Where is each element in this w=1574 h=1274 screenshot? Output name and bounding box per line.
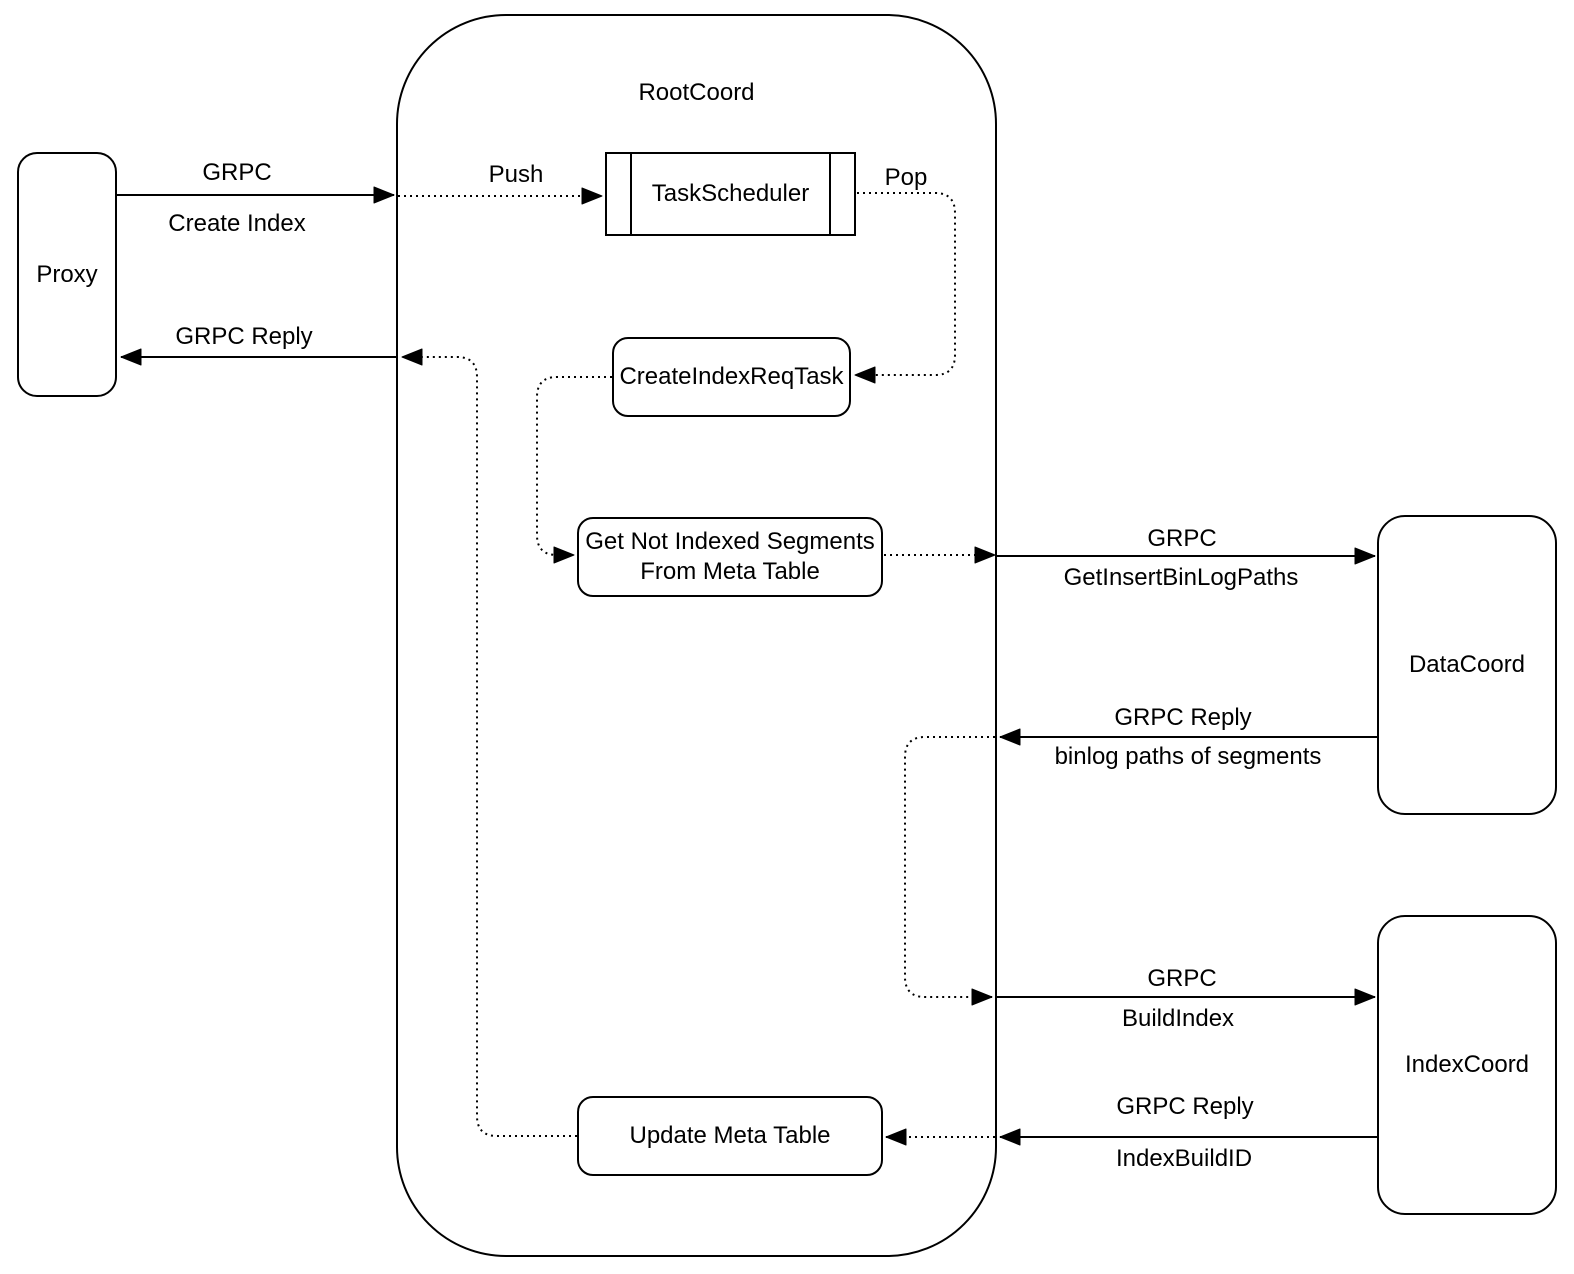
label-create-index: Create Index bbox=[168, 210, 306, 237]
label-push: Push bbox=[488, 161, 544, 188]
label-pop: Pop bbox=[884, 164, 928, 191]
arrow-reply-elbow-to-buildindex bbox=[904, 736, 995, 1006]
label-grpc-reply-proxy: GRPC Reply bbox=[175, 323, 313, 350]
label-build-index: BuildIndex bbox=[1121, 1005, 1235, 1032]
label-grpc-create: GRPC bbox=[202, 159, 272, 186]
task-scheduler-label: TaskScheduler bbox=[651, 180, 810, 207]
index-coord-label: IndexCoord bbox=[1404, 1051, 1530, 1078]
get-not-indexed-segments-label: Get Not Indexed Segments From Meta Table bbox=[585, 528, 875, 585]
label-binlog-paths: binlog paths of segments bbox=[1054, 743, 1322, 770]
node-create-index-req-task: CreateIndexReqTask bbox=[612, 337, 851, 417]
task-scheduler-divider-left bbox=[630, 152, 632, 236]
arrow-update-meta-to-grpc-reply bbox=[401, 348, 577, 1137]
label-grpc-getinsert: GRPC bbox=[1147, 525, 1217, 552]
node-update-meta-table: Update Meta Table bbox=[577, 1096, 883, 1176]
node-get-not-indexed-segments: Get Not Indexed Segments From Meta Table bbox=[577, 517, 883, 597]
data-coord-label: DataCoord bbox=[1408, 651, 1526, 678]
label-grpc-build: GRPC bbox=[1147, 965, 1217, 992]
rootcoord-title: RootCoord bbox=[638, 79, 755, 106]
task-scheduler-divider-right bbox=[829, 152, 831, 236]
label-grpc-reply-index: GRPC Reply bbox=[1116, 1093, 1254, 1120]
proxy-label: Proxy bbox=[36, 260, 98, 288]
node-proxy: Proxy bbox=[17, 152, 117, 397]
label-get-insert-binlog-paths: GetInsertBinLogPaths bbox=[1063, 564, 1299, 591]
update-meta-table-label: Update Meta Table bbox=[629, 1122, 831, 1149]
create-index-req-task-label: CreateIndexReqTask bbox=[619, 363, 844, 390]
node-task-scheduler: TaskScheduler bbox=[605, 152, 856, 236]
node-index-coord: IndexCoord bbox=[1377, 915, 1557, 1215]
arrow-pop bbox=[854, 192, 956, 384]
node-data-coord: DataCoord bbox=[1377, 515, 1557, 815]
arrow-to-get-not-indexed bbox=[536, 376, 612, 564]
label-index-build-id: IndexBuildID bbox=[1115, 1145, 1253, 1172]
label-grpc-reply-data: GRPC Reply bbox=[1114, 704, 1252, 731]
